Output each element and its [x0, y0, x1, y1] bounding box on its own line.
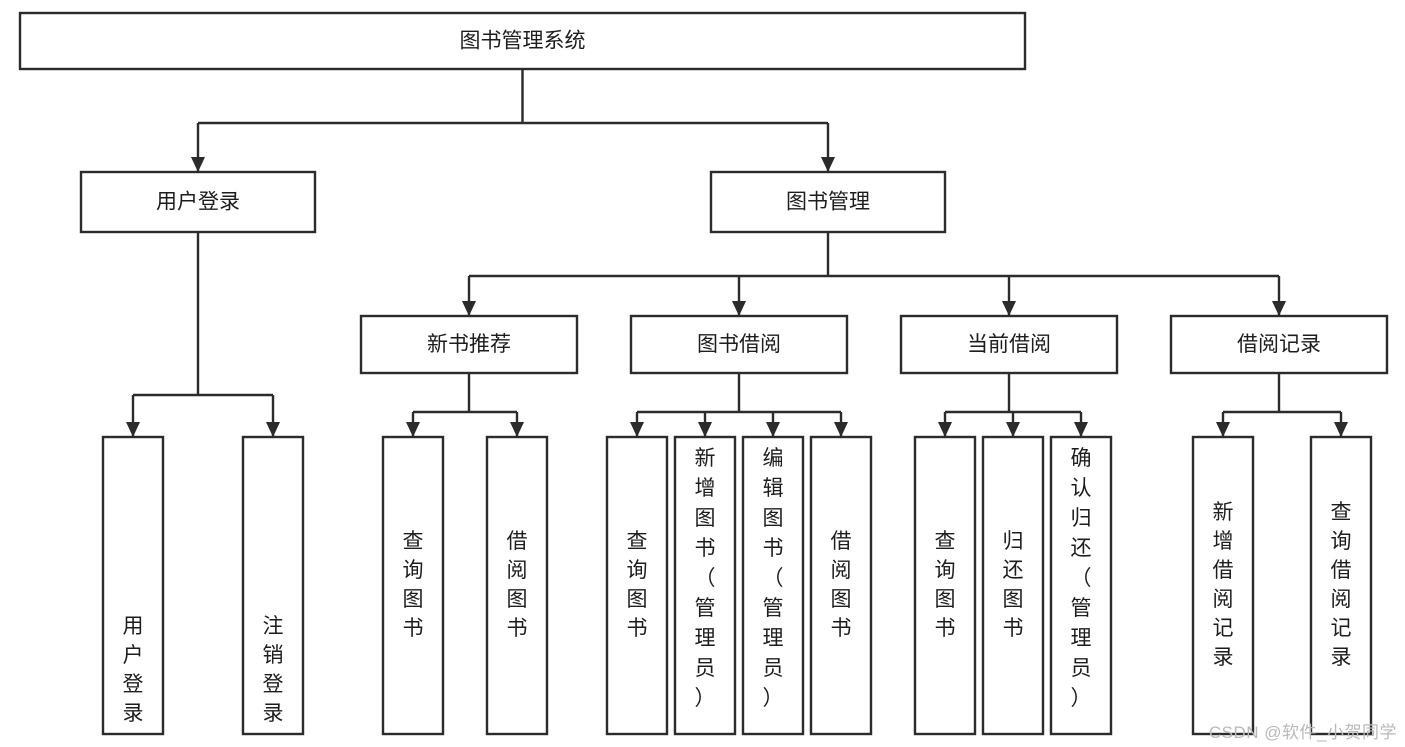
arrow-head-icon: [406, 422, 420, 437]
node-leaf-add-borrow-record[interactable]: 新增借阅记录: [1191, 435, 1255, 736]
connector-group: [406, 373, 524, 437]
node-leaf-borrow-book-new[interactable]: 借阅图书: [485, 435, 549, 736]
arrow-head-icon: [1272, 301, 1286, 316]
node-leaf-add-borrow-record-label: 新增借阅记录: [1213, 501, 1234, 669]
node-book-borrow-box[interactable]: [629, 314, 849, 375]
node-leaf-edit-book-admin-box[interactable]: [741, 435, 805, 736]
node-layer: 图书管理系统用户登录图书管理新书推荐图书借阅当前借阅借阅记录用户登录注销登录查询…: [18, 11, 1389, 736]
node-leaf-query-book-new-box[interactable]: [381, 435, 445, 736]
arrow-head-icon: [510, 422, 524, 437]
node-book-management[interactable]: 图书管理: [709, 170, 947, 234]
node-leaf-user-logout-box[interactable]: [241, 435, 305, 736]
arrow-head-icon: [1216, 422, 1230, 437]
node-leaf-borrow-book-new-box[interactable]: [485, 435, 549, 736]
node-leaf-user-login-label: 用户登录: [123, 615, 144, 725]
node-leaf-user-logout-label: 注销登录: [263, 615, 284, 725]
node-borrow-record[interactable]: 借阅记录: [1169, 314, 1389, 375]
node-book-management-label: 图书管理: [786, 191, 870, 214]
node-book-management-box[interactable]: [709, 170, 947, 234]
node-root-box[interactable]: [18, 11, 1027, 71]
connector-group: [462, 232, 1286, 316]
node-leaf-edit-book-admin-label: 编辑图书（管理员）: [763, 447, 784, 710]
node-leaf-return-book-label: 归还图书: [1003, 530, 1024, 640]
arrow-head-icon: [766, 422, 780, 437]
arrow-head-icon: [126, 422, 140, 437]
node-borrow-record-box[interactable]: [1169, 314, 1389, 375]
node-leaf-borrow-book-label: 借阅图书: [831, 530, 852, 640]
node-book-borrow-label: 图书借阅: [697, 333, 781, 356]
node-book-borrow[interactable]: 图书借阅: [629, 314, 849, 375]
connector-group: [191, 69, 835, 172]
arrow-head-icon: [1006, 422, 1020, 437]
node-user-login-box[interactable]: [79, 170, 317, 234]
node-current-borrow-label: 当前借阅: [967, 333, 1051, 356]
node-leaf-add-borrow-record-box[interactable]: [1191, 435, 1255, 736]
node-leaf-query-book-current-box[interactable]: [913, 435, 977, 736]
node-leaf-add-book-admin[interactable]: 新增图书（管理员）: [673, 435, 737, 736]
node-user-login-label: 用户登录: [156, 191, 240, 214]
arrow-head-icon: [1002, 301, 1016, 316]
node-new-book-recommend[interactable]: 新书推荐: [359, 314, 579, 375]
node-leaf-return-book[interactable]: 归还图书: [981, 435, 1045, 736]
node-leaf-borrow-book[interactable]: 借阅图书: [809, 435, 873, 736]
connector-group: [126, 232, 280, 437]
node-leaf-confirm-return-admin-box[interactable]: [1049, 435, 1113, 736]
node-leaf-query-borrow-record-box[interactable]: [1309, 435, 1373, 736]
arrow-head-icon: [1074, 422, 1088, 437]
node-current-borrow[interactable]: 当前借阅: [899, 314, 1119, 375]
node-leaf-borrow-book-box[interactable]: [809, 435, 873, 736]
node-leaf-query-book-new-label: 查询图书: [403, 530, 424, 640]
node-new-book-recommend-label: 新书推荐: [427, 333, 511, 356]
node-leaf-confirm-return-admin[interactable]: 确认归还（管理员）: [1049, 435, 1113, 736]
arrow-head-icon: [834, 422, 848, 437]
arrow-head-icon: [630, 422, 644, 437]
connector-group: [938, 373, 1088, 437]
arrow-head-icon: [732, 301, 746, 316]
csdn-watermark: CSDN @软件_小贺同学: [1208, 723, 1397, 742]
connector-layer: [126, 69, 1348, 437]
node-leaf-add-book-admin-box[interactable]: [673, 435, 737, 736]
arrow-head-icon: [191, 157, 205, 172]
node-leaf-user-logout[interactable]: 注销登录: [241, 435, 305, 736]
node-leaf-return-book-box[interactable]: [981, 435, 1045, 736]
node-leaf-query-book-new[interactable]: 查询图书: [381, 435, 445, 736]
node-borrow-record-label: 借阅记录: [1237, 333, 1321, 356]
node-new-book-recommend-box[interactable]: [359, 314, 579, 375]
node-leaf-query-book-current[interactable]: 查询图书: [913, 435, 977, 736]
connector-group: [1216, 373, 1348, 437]
node-leaf-query-book-borrow-box[interactable]: [605, 435, 669, 736]
node-leaf-add-book-admin-label: 新增图书（管理员）: [695, 447, 716, 710]
node-leaf-user-login-box[interactable]: [101, 435, 165, 736]
node-user-login[interactable]: 用户登录: [79, 170, 317, 234]
node-leaf-user-login[interactable]: 用户登录: [101, 435, 165, 736]
arrow-head-icon: [698, 422, 712, 437]
arrow-head-icon: [266, 422, 280, 437]
arrow-head-icon: [462, 301, 476, 316]
node-current-borrow-box[interactable]: [899, 314, 1119, 375]
node-leaf-borrow-book-new-label: 借阅图书: [507, 530, 528, 640]
node-leaf-query-book-borrow-label: 查询图书: [627, 530, 648, 640]
node-leaf-query-book-current-label: 查询图书: [935, 530, 956, 640]
node-leaf-query-borrow-record-label: 查询借阅记录: [1331, 501, 1352, 669]
node-root[interactable]: 图书管理系统: [18, 11, 1027, 71]
arrow-head-icon: [1334, 422, 1348, 437]
arrow-head-icon: [821, 157, 835, 172]
node-leaf-query-book-borrow[interactable]: 查询图书: [605, 435, 669, 736]
node-leaf-query-borrow-record[interactable]: 查询借阅记录: [1309, 435, 1373, 736]
node-leaf-edit-book-admin[interactable]: 编辑图书（管理员）: [741, 435, 805, 736]
connector-group: [630, 373, 848, 437]
node-root-label: 图书管理系统: [460, 30, 586, 53]
node-leaf-confirm-return-admin-label: 确认归还（管理员）: [1071, 447, 1092, 710]
arrow-head-icon: [938, 422, 952, 437]
